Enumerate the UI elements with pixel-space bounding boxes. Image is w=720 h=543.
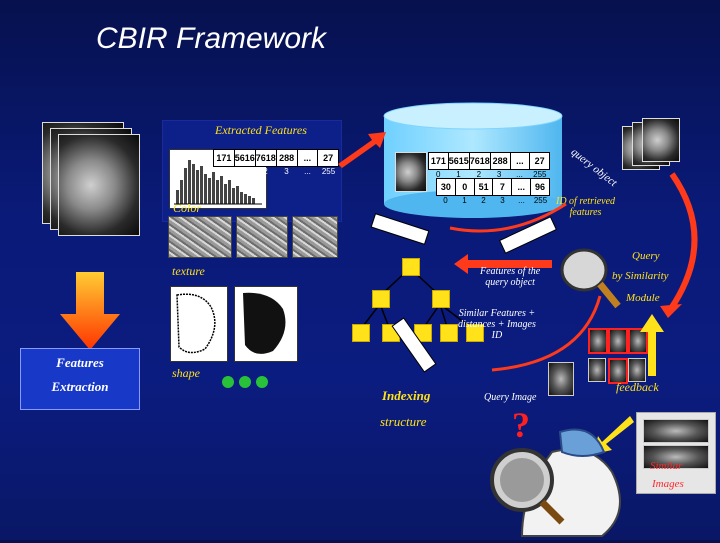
feedback-label: feedback — [616, 380, 659, 394]
page-title: CBIR Framework — [96, 22, 327, 55]
shape-image-2 — [234, 286, 298, 362]
extracted-features-panel: Extracted Features 171 5616 7618 28 — [162, 120, 342, 222]
vector-cell: 30 — [437, 179, 456, 195]
results-arrow-icon — [594, 416, 634, 454]
vector-index: 3 — [500, 196, 505, 205]
similar-features-line-1: Similar Features + — [458, 308, 536, 319]
features-query-line-2: query object — [485, 277, 535, 288]
db-thumbnail — [395, 152, 427, 192]
features-extraction-box: Features Extraction — [20, 348, 140, 410]
vector-cell: 7618 — [256, 150, 277, 166]
query-image-stack — [622, 118, 680, 180]
similar-features-line-2: distances + Images — [458, 319, 536, 330]
similar-features-label: Similar Features + distances + Images ID — [458, 308, 536, 341]
similar-images-label-1: Similar — [650, 460, 683, 472]
mammogram-stack — [42, 122, 142, 236]
structure-label: structure — [380, 414, 427, 429]
query-image-label: Query Image — [484, 392, 537, 403]
vector-index: ... — [518, 196, 525, 205]
vector-index: 3 — [284, 167, 289, 176]
similar-features-line-3: ID — [491, 330, 503, 341]
tree-node — [432, 290, 450, 308]
features-extraction-label-2: Extraction — [51, 379, 109, 394]
query-module-line-2: by Similarity — [612, 270, 669, 282]
curved-arrow-icon — [660, 172, 698, 318]
vector-cell: 5616 — [235, 150, 256, 166]
tree-node — [352, 324, 370, 342]
features-query-line-1: Features of the — [480, 266, 541, 277]
vector-cell: 27 — [534, 156, 545, 166]
vector-index: 2 — [476, 170, 482, 179]
vector-index: 0 — [435, 170, 441, 179]
arrow-features-icon — [454, 254, 552, 274]
vector-index: 255 — [533, 170, 547, 179]
arrow-similar-features-icon — [391, 295, 602, 373]
similar-images-panel — [636, 412, 716, 494]
arrow-to-database-icon — [338, 132, 386, 168]
id-retrieved-label: ID of retrieved features — [556, 196, 615, 218]
vector-cell: 7 — [493, 179, 513, 195]
tree-node — [372, 290, 390, 308]
vector-index: 1 — [456, 170, 461, 179]
vector-cell: 96 — [535, 182, 546, 192]
feedback-arrow-icon — [640, 314, 664, 376]
vector-cell: ... — [512, 179, 532, 195]
vector-cell: 171 — [429, 153, 449, 169]
query-module-line-3: Module — [626, 292, 660, 304]
db-vector-2: 30 0 51 7 ... 96 0 1 2 3 ... 255 — [436, 178, 550, 205]
query-module-line-1: Query — [632, 250, 660, 262]
searcher-illustration: ? — [482, 405, 632, 538]
vector-index: 3 — [496, 170, 502, 179]
vector-cell: ... — [511, 153, 531, 169]
arrow-to-db-from-query-icon — [370, 202, 567, 254]
question-mark-label: ? — [512, 405, 530, 445]
similar-images-label-2: Images — [652, 478, 684, 490]
vector-cell: 7618 — [470, 153, 491, 169]
shape-label: shape — [172, 366, 200, 380]
vector-index: ... — [304, 167, 311, 176]
vector-index: 0 — [443, 196, 448, 205]
indexing-label: Indexing — [382, 388, 431, 403]
id-retrieved-line-2: features — [569, 207, 602, 218]
query-image-thumbnail — [548, 362, 574, 396]
vector-cell: 171 — [214, 150, 235, 166]
vector-cell: ... — [298, 150, 319, 166]
tree-node — [466, 324, 484, 342]
vector-cell: 0 — [456, 179, 475, 195]
vector-index: ... — [516, 170, 523, 179]
vector-index: 1 — [462, 196, 467, 205]
tree-node — [440, 324, 458, 342]
vector-index: 255 — [321, 167, 336, 176]
vector-cell: 51 — [475, 179, 494, 195]
shape-image-1 — [170, 286, 228, 362]
vector-index: 2 — [263, 167, 268, 176]
vector-cell: 288 — [491, 153, 511, 169]
vector-cell: 27 — [323, 153, 334, 163]
vector-index: 1 — [242, 167, 247, 176]
extracted-features-label: Extracted Features — [215, 123, 307, 137]
ellipsis-dots — [222, 376, 272, 390]
query-module: Query by Similarity Module — [548, 246, 718, 326]
result-thumbnails — [588, 328, 648, 388]
down-arrow-icon — [60, 272, 120, 350]
histogram-vector: 171 5616 7618 288 ... 27 0 1 2 3 ... 255 — [213, 149, 339, 176]
texture-label: texture — [172, 264, 205, 278]
vector-index: 0 — [221, 167, 226, 176]
vector-index: 2 — [481, 196, 486, 205]
vector-index: 255 — [533, 196, 548, 205]
color-label: Color — [173, 201, 202, 215]
tree-node — [402, 258, 420, 276]
features-query-label: Features of the query object — [480, 266, 540, 288]
vector-cell: 288 — [277, 150, 298, 166]
db-vector-1: 171 5615 7618 288 ... 27 0 1 2 3 ... 255 — [428, 152, 550, 179]
features-extraction-label-1: Features — [56, 355, 104, 370]
texture-images — [168, 216, 338, 264]
id-retrieved-line-1: ID of retrieved — [556, 196, 616, 207]
vector-cell: 5615 — [449, 153, 470, 169]
